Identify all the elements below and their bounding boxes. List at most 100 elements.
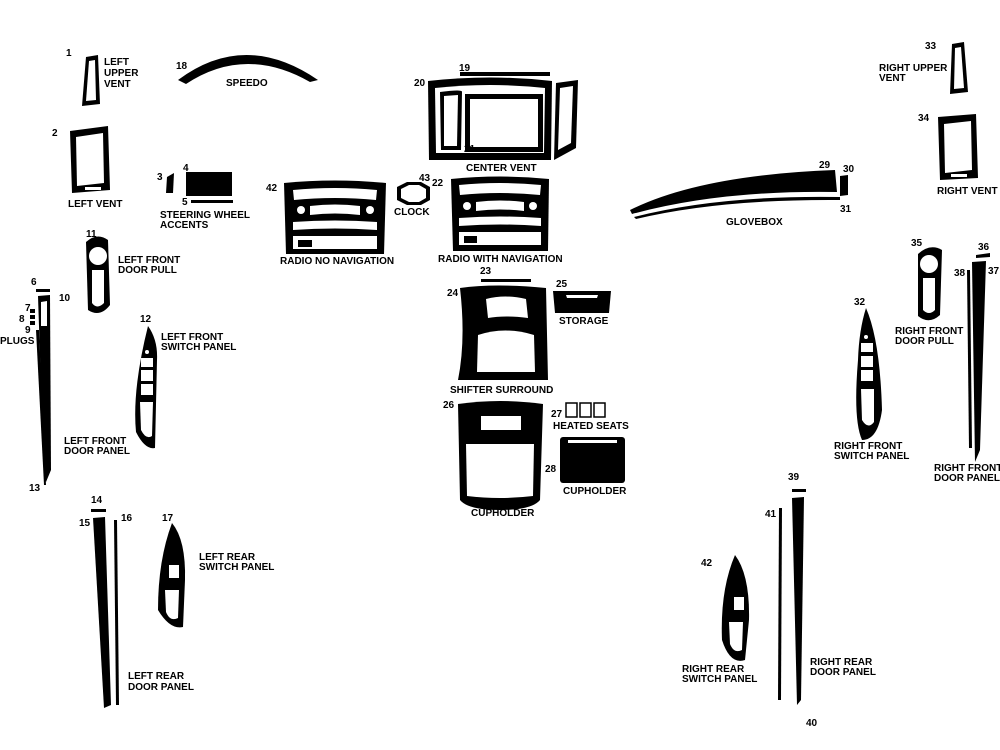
label-right-rear-door-panel-line1: RIGHT REAR [810,657,873,668]
label-right-front-switch-panel-line2: SWITCH PANEL [834,451,909,462]
label-right-upper-vent-line1: RIGHT UPPER [879,63,948,74]
left-rear-door-strip-14 [91,509,106,512]
part-number-36: 36 [978,242,990,253]
part-number-35: 35 [911,238,923,249]
label-left-front-switch-panel-line2: SWITCH PANEL [161,342,236,353]
label-speedo: SPEEDO [226,78,268,89]
part-number-30: 30 [843,164,855,175]
center-vent-strip-21 [458,156,550,160]
plug-9 [30,321,35,325]
label-left-front-switch-panel-line1: LEFT FRONT [161,332,223,343]
label-left-front-door-pull-line1: LEFT FRONT [118,255,180,266]
label-right-front-door-pull-line1: RIGHT FRONT [895,326,963,337]
label-left-upper-vent-line2: UPPER [104,68,139,79]
label-cupholder-center: CUPHOLDER [471,508,535,519]
part-number-13: 13 [29,483,41,494]
part-number-3: 3 [157,172,163,183]
part-number-38: 38 [954,268,966,279]
label-right-front-switch-panel-line1: RIGHT FRONT [834,441,902,452]
part-number-4: 4 [183,163,189,174]
label-clock: CLOCK [394,207,430,218]
right-rear-door-panel-part-40 [792,497,804,705]
label-steering-wheel-line1: STEERING WHEEL [160,210,250,221]
label-center-vent: CENTER VENT [466,163,537,174]
left-rear-door-panel-part-15 [93,517,111,708]
part-number-21: 21 [464,144,476,155]
label-left-rear-switch-panel-line1: LEFT REAR [199,552,256,563]
speedo-part [178,55,318,84]
label-radio-with-navigation: RADIO WITH NAVIGATION [438,254,563,265]
part-number-19: 19 [459,63,471,74]
label-plugs: PLUGS [0,336,35,347]
storage-part [553,291,611,313]
part-number-26: 26 [443,400,455,411]
part-number-15: 15 [79,518,91,529]
left-upper-vent-part [82,55,100,106]
label-right-front-door-pull-line2: DOOR PULL [895,336,954,347]
part-number-27: 27 [551,409,563,420]
label-steering-wheel-line2: ACCENTS [160,220,209,231]
label-left-vent: LEFT VENT [68,199,122,210]
glovebox-strip-31 [634,196,840,219]
glovebox-part-30 [840,175,848,196]
label-left-front-door-panel-line1: LEFT FRONT [64,436,126,447]
heated-seats-part [565,402,606,418]
label-right-rear-switch-panel-line1: RIGHT REAR [682,664,745,675]
label-shifter-surround: SHIFTER SURROUND [450,385,553,396]
label-right-front-door-panel-line1: RIGHT FRONT [934,463,1000,474]
part-number-33: 33 [925,41,937,52]
part-number-7: 7 [25,303,31,314]
shifter-surround-part-24 [458,285,548,380]
part-number-2: 2 [52,128,58,139]
part-number-17: 17 [162,513,174,524]
part-number-40: 40 [806,718,818,729]
part-number-8: 8 [19,314,25,325]
right-rear-switch-panel-part [721,555,750,661]
cupholder-center-part [458,401,543,510]
shifter-strip-23 [481,279,531,282]
part-number-12: 12 [140,314,152,325]
right-rear-door-strip-39 [792,489,806,492]
center-vent-strip-19 [460,72,550,76]
label-right-rear-door-panel-line2: DOOR PANEL [810,667,876,678]
part-number-20: 20 [414,78,426,89]
part-number-43: 43 [419,173,431,184]
part-number-23: 23 [480,266,492,277]
glovebox-part-29 [630,170,837,214]
label-right-upper-vent-line2: VENT [879,73,906,84]
part-number-22: 22 [432,178,444,189]
label-right-rear-switch-panel-line2: SWITCH PANEL [682,674,757,685]
part-number-39: 39 [788,472,800,483]
part-number-25: 25 [556,279,568,290]
left-rear-switch-panel-part [158,523,186,628]
label-storage: STORAGE [559,316,609,327]
label-left-upper-vent-line1: LEFT [104,57,129,68]
left-front-door-strip-13 [36,330,46,485]
radio-no-navigation-part [284,180,386,254]
label-left-upper-vent-line3: VENT [104,79,131,90]
center-vent-part-20 [428,77,578,160]
part-number-18: 18 [176,61,188,72]
part-number-34: 34 [918,113,930,124]
label-left-front-door-panel-line2: DOOR PANEL [64,446,130,457]
label-radio-no-navigation: RADIO NO NAVIGATION [280,256,394,267]
label-heated-seats: HEATED SEATS [553,421,629,432]
cupholder-right-part [560,437,625,483]
clock-part [397,182,430,205]
label-cupholder-right: CUPHOLDER [563,486,627,497]
left-front-door-panel-part-10 [38,295,51,482]
steering-accent-part-5 [191,200,233,203]
left-front-door-pull-part [86,236,110,314]
left-front-switch-panel-part [135,326,158,449]
right-upper-vent-part [950,42,968,94]
label-left-front-door-pull-line2: DOOR PULL [118,265,177,276]
steering-accent-part-4 [186,172,232,196]
part-number-16: 16 [121,513,133,524]
plug-7 [30,309,35,313]
right-front-door-panel-part-37 [972,261,986,462]
label-glovebox: GLOVEBOX [726,217,783,228]
part-number-9: 9 [25,325,31,336]
part-number-31: 31 [840,204,852,215]
part-number-28: 28 [545,464,557,475]
